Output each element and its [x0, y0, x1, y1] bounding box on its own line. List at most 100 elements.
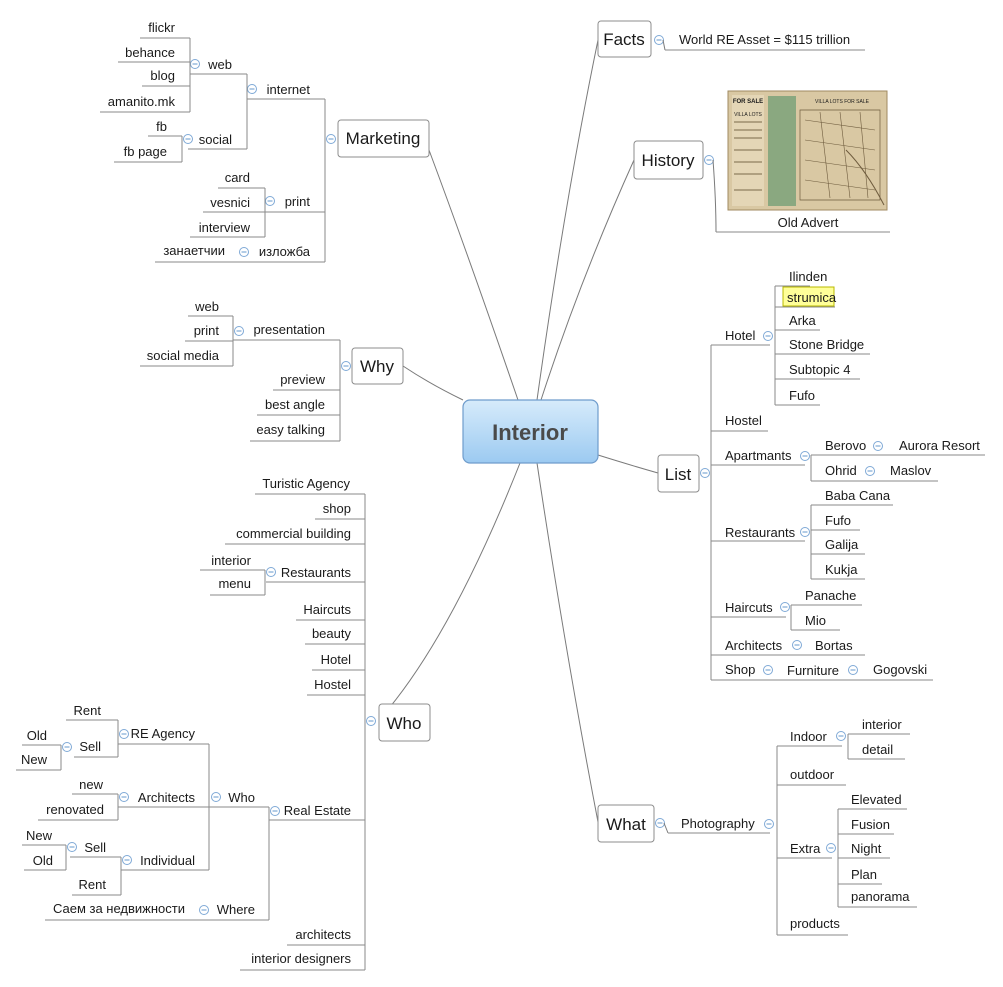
- collapse-icon[interactable]: [762, 664, 774, 676]
- old-advert-image: FOR SALE VILLA LOTS VILLA LOTS FOR SALE: [727, 90, 888, 211]
- what-branch: What Photography Indoor interior detail …: [597, 717, 917, 936]
- svg-text:Why: Why: [360, 357, 395, 376]
- who-topic[interactable]: Who: [378, 703, 431, 742]
- collapse-icon[interactable]: [182, 133, 194, 145]
- list-haircuts: Haircuts: [725, 600, 773, 615]
- who-item: Turistic Agency: [262, 476, 350, 491]
- collapse-icon[interactable]: [233, 325, 245, 337]
- svg-text:Who: Who: [387, 714, 422, 733]
- collapse-icon[interactable]: [654, 817, 666, 829]
- marketing-internet: internet: [267, 82, 311, 97]
- fact-asset: World RE Asset = $115 trillion: [679, 32, 850, 47]
- history-branch: History FOR SALE VILLA LOTS VILLA LOTS F…: [633, 90, 890, 233]
- apartment-ohrid: Ohrid: [825, 463, 857, 478]
- who-item: interior designers: [251, 951, 351, 966]
- collapse-icon[interactable]: [365, 715, 377, 727]
- who-item: Hostel: [314, 677, 351, 692]
- list-apartmants: Apartmants: [725, 448, 792, 463]
- collapse-icon[interactable]: [61, 741, 73, 753]
- print-item: vesnici: [210, 195, 250, 210]
- hotel-item: Fufo: [789, 388, 815, 403]
- svg-text:Interior: Interior: [492, 420, 568, 445]
- collapse-icon[interactable]: [799, 450, 811, 462]
- collapse-icon[interactable]: [699, 467, 711, 479]
- collapse-icon[interactable]: [864, 465, 876, 477]
- collapse-icon[interactable]: [653, 34, 665, 46]
- shop-furniture: Furniture: [787, 663, 839, 678]
- collapse-icon[interactable]: [269, 805, 281, 817]
- web-item: behance: [125, 45, 175, 60]
- collapse-icon[interactable]: [762, 330, 774, 342]
- collapse-icon[interactable]: [325, 133, 337, 145]
- re-agency-rent: Rent: [74, 703, 102, 718]
- svg-text:VILLA LOTS: VILLA LOTS: [734, 112, 762, 118]
- why-topic[interactable]: Why: [351, 347, 404, 385]
- collapse-icon[interactable]: [118, 728, 130, 740]
- collapse-icon[interactable]: [210, 791, 222, 803]
- list-architects: Architects: [725, 638, 783, 653]
- indoor-item: interior: [862, 717, 902, 732]
- collapse-icon[interactable]: [264, 195, 276, 207]
- apartment-aurora: Aurora Resort: [899, 438, 980, 453]
- who-item: architects: [295, 927, 351, 942]
- architects-new: new: [79, 777, 103, 792]
- products: products: [790, 916, 840, 931]
- collapse-icon[interactable]: [238, 246, 250, 258]
- extra-item: Night: [851, 841, 882, 856]
- collapse-icon[interactable]: [265, 566, 277, 578]
- collapse-icon[interactable]: [246, 83, 258, 95]
- who-real-estate: Real Estate: [284, 803, 351, 818]
- re-where: Where: [217, 902, 255, 917]
- extra-item: panorama: [851, 889, 910, 904]
- why-presentation: presentation: [253, 322, 325, 337]
- internet-social: social: [199, 132, 232, 147]
- individual-new: New: [26, 828, 53, 843]
- who-item: Hotel: [321, 652, 351, 667]
- izlozba-zanaetchii: занаетчии: [163, 243, 225, 258]
- facts-topic[interactable]: Facts: [597, 20, 652, 58]
- why-best-angle: best angle: [265, 397, 325, 412]
- collapse-icon[interactable]: [189, 58, 201, 70]
- individual-sell: Sell: [84, 840, 106, 855]
- marketing-topic[interactable]: Marketing: [337, 119, 430, 158]
- collapse-icon[interactable]: [340, 360, 352, 372]
- extra-item: Plan: [851, 867, 877, 882]
- history-topic[interactable]: History: [633, 140, 704, 180]
- collapse-icon[interactable]: [118, 791, 130, 803]
- why-preview: preview: [280, 372, 325, 387]
- collapse-icon[interactable]: [835, 730, 847, 742]
- restaurant-item: Kukja: [825, 562, 858, 577]
- why-easy-talking: easy talking: [256, 422, 325, 437]
- web-item: amanito.mk: [108, 94, 176, 109]
- re-agency-sell: Sell: [79, 739, 101, 754]
- collapse-icon[interactable]: [847, 664, 859, 676]
- architects-renovated: renovated: [46, 802, 104, 817]
- individual-old: Old: [33, 853, 53, 868]
- marketing-branch: Marketing internet web flickr behance bl…: [100, 20, 430, 263]
- apartment-berovo: Berovo: [825, 438, 866, 453]
- haircut-item: Mio: [805, 613, 826, 628]
- what-topic[interactable]: What: [597, 804, 655, 843]
- central-topic[interactable]: Interior: [462, 399, 599, 464]
- indoor-item: detail: [862, 742, 893, 757]
- collapse-icon[interactable]: [791, 639, 803, 651]
- collapse-icon[interactable]: [779, 601, 791, 613]
- svg-text:FOR SALE: FOR SALE: [733, 99, 763, 105]
- list-topic[interactable]: List: [657, 454, 700, 493]
- collapse-icon[interactable]: [66, 841, 78, 853]
- collapse-icon[interactable]: [763, 818, 775, 830]
- collapse-icon[interactable]: [121, 854, 133, 866]
- outdoor: outdoor: [790, 767, 835, 782]
- collapse-icon[interactable]: [799, 526, 811, 538]
- who-branch: Who Turistic Agency shop commercial buil…: [16, 476, 431, 971]
- list-shop: Shop: [725, 662, 755, 677]
- collapse-icon[interactable]: [703, 154, 715, 166]
- social-item: fb page: [124, 144, 167, 159]
- re-who: Who: [228, 790, 255, 805]
- collapse-icon[interactable]: [872, 440, 884, 452]
- collapse-icon[interactable]: [825, 842, 837, 854]
- collapse-icon[interactable]: [198, 904, 210, 916]
- list-branch: List Hotel Ilinden strumica Arka Stone B…: [657, 269, 985, 681]
- architect-bortas: Bortas: [815, 638, 853, 653]
